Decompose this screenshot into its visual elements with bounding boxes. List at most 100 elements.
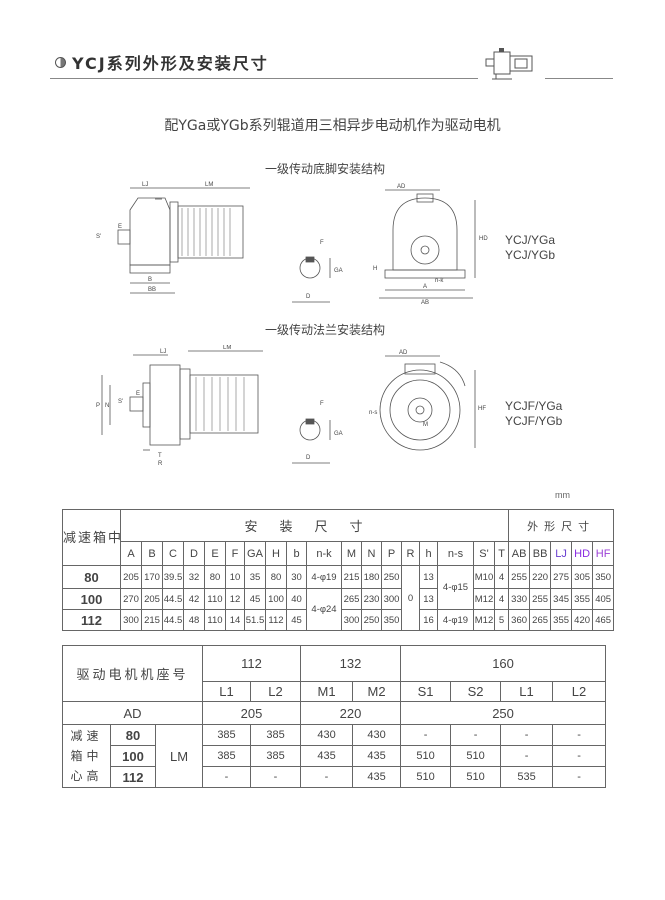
dim-lm-2: LM xyxy=(223,345,231,351)
column-header-h: H xyxy=(265,541,287,566)
dim-ga-2: GA xyxy=(334,431,343,437)
cell-n: 250 xyxy=(361,609,382,631)
cell-n: 230 xyxy=(361,588,382,610)
cell-s: M10 xyxy=(473,565,495,589)
cell-h: 16 xyxy=(419,609,438,631)
cell-m: 215 xyxy=(341,565,362,589)
outline-dimensions-header: 外形尺寸 xyxy=(508,509,615,542)
cell-e: 80 xyxy=(204,565,226,589)
lm-value: 510 xyxy=(400,745,452,767)
lm-label: LM xyxy=(155,724,203,788)
lm-value: 510 xyxy=(450,745,502,767)
dim-m: M xyxy=(423,422,428,428)
lm-value: - xyxy=(249,766,302,788)
dim-hd: HD xyxy=(479,236,488,242)
subframe-l1: L1 xyxy=(500,681,554,702)
cell-e: 110 xyxy=(204,609,226,631)
dim-e: E xyxy=(118,224,122,230)
cell-ga: 51.5 xyxy=(244,609,266,631)
cell-a: 205 xyxy=(120,565,142,589)
cell-n-k: 4-φ24 xyxy=(306,588,342,631)
column-header-n-s: n-s xyxy=(437,541,474,566)
cell-lj: 275 xyxy=(550,565,573,589)
cell-p: 250 xyxy=(381,565,402,589)
column-header-n: N xyxy=(361,541,382,566)
lm-value: 435 xyxy=(352,766,402,788)
lm-value: - xyxy=(500,745,554,767)
column-header-e: E xyxy=(204,541,226,566)
column-header-a: A xyxy=(120,541,142,566)
cell-f: 14 xyxy=(225,609,245,631)
unit-label: mm xyxy=(555,490,570,500)
cell-n: 180 xyxy=(361,565,382,589)
cell-t: 4 xyxy=(493,588,510,610)
cell-b: 170 xyxy=(141,565,163,589)
subframe-l2: L2 xyxy=(552,681,607,702)
dim-bb: BB xyxy=(148,287,156,293)
lm-value: - xyxy=(552,766,607,788)
page-title-text: YCJ系列外形及安装尺寸 xyxy=(72,54,269,73)
dim-ga: GA xyxy=(334,268,343,274)
column-header-p: P xyxy=(381,541,402,566)
cell-s: M12 xyxy=(473,588,495,610)
model-ycjf-yga: YCJF/YGa xyxy=(505,399,563,413)
cell-d: 42 xyxy=(183,588,205,610)
subframe-l2: L2 xyxy=(249,681,302,702)
dim-ad-2: AD xyxy=(399,350,408,356)
column-header-c: C xyxy=(162,541,184,566)
foot-mount-side-view: LJ LM S' E B BB xyxy=(96,182,250,294)
column-header-h: h xyxy=(419,541,438,566)
cell-b: 45 xyxy=(286,609,307,631)
dim-e-2: E xyxy=(136,391,140,397)
center-height-value: 80 xyxy=(110,724,156,746)
subframe-s2: S2 xyxy=(450,681,502,702)
ad-label: AD xyxy=(62,701,203,725)
cell-f: 12 xyxy=(225,588,245,610)
subframe-m2: M2 xyxy=(352,681,402,702)
cell-c: 44.5 xyxy=(162,588,184,610)
dim-b: B xyxy=(148,277,152,283)
cell-s: M12 xyxy=(473,609,495,631)
cell-hd: 420 xyxy=(571,609,594,631)
lm-value: 535 xyxy=(500,766,554,788)
column-header-d: D xyxy=(183,541,205,566)
cell-ga: 45 xyxy=(244,588,266,610)
dim-h: H xyxy=(373,266,377,272)
lm-value: 385 xyxy=(249,724,302,746)
lm-value: - xyxy=(400,724,452,746)
dimension-table: 减速箱中心高安装尺寸外形尺寸ABCDEFGAHbn-kMNPRhn-sS'TAB… xyxy=(62,509,615,631)
dim-f: F xyxy=(320,240,324,246)
lm-value: - xyxy=(202,766,251,788)
bullet-icon xyxy=(55,57,66,68)
dim-s-2: S' xyxy=(118,399,123,405)
cell-ab: 330 xyxy=(508,588,531,610)
dim-r: R xyxy=(158,461,163,467)
dim-p: P xyxy=(96,403,100,409)
cell-f: 10 xyxy=(225,565,245,589)
lm-value: - xyxy=(450,724,502,746)
cell-t: 4 xyxy=(493,565,510,589)
column-header-r: R xyxy=(401,541,420,566)
model-labels-foot: YCJ/YGa YCJ/YGb xyxy=(505,233,555,263)
cell-h: 13 xyxy=(419,588,438,610)
column-header-b: b xyxy=(286,541,307,566)
header-divider-right xyxy=(545,78,613,79)
dim-lj: LJ xyxy=(142,182,148,188)
center-height-value: 100 xyxy=(62,588,121,610)
dim-f-2: F xyxy=(320,401,324,407)
cell-bb: 255 xyxy=(529,588,552,610)
cell-e: 110 xyxy=(204,588,226,610)
center-height-header: 减速箱中心高 xyxy=(62,509,121,566)
subframe-l1: L1 xyxy=(202,681,251,702)
lm-value: 435 xyxy=(300,745,354,767)
column-header-t: T xyxy=(493,541,510,566)
cell-ab: 360 xyxy=(508,609,531,631)
dim-nk: n-k xyxy=(435,278,444,284)
section-heading-foot: 一级传动底脚安装结构 xyxy=(265,162,386,176)
model-labels-flange: YCJF/YGa YCJF/YGb xyxy=(505,399,562,429)
flange-mount-shaft-section: F GA D xyxy=(292,401,343,464)
subframe-s1: S1 xyxy=(400,681,452,702)
